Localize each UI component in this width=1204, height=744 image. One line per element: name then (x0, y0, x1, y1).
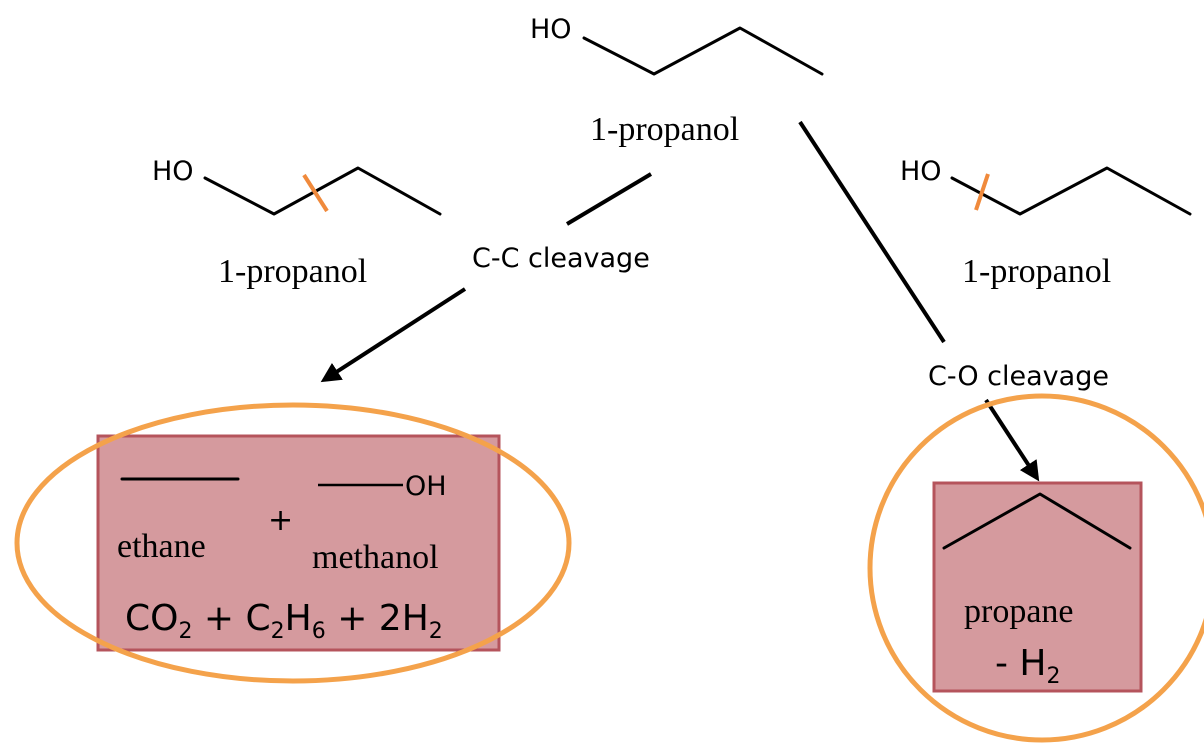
right-skeleton (950, 166, 1192, 216)
right-molecule: HO 1-propanol (900, 156, 1192, 290)
propane-label: propane (964, 593, 1074, 630)
top-skeleton (582, 26, 824, 76)
methanol-label: methanol (312, 539, 439, 576)
top-molecule: HO 1-propanol (530, 14, 824, 148)
right-cleavage-mark (974, 173, 990, 211)
co-product-box (932, 481, 1143, 693)
left-molecule: HO 1-propanol (152, 156, 442, 290)
plus-sign: + (268, 503, 293, 538)
co-pathway-line-upper (798, 120, 946, 344)
co-pathway-arrow (984, 398, 1040, 482)
cc-pathway-line-upper (565, 172, 653, 226)
top-molecule-name: 1-propanol (590, 111, 739, 148)
left-oh-label: HO (152, 156, 194, 187)
ethane-label: ethane (117, 528, 206, 565)
cc-product-highlight (14, 402, 572, 684)
co-product-highlight (867, 393, 1204, 743)
top-oh-label: HO (530, 14, 572, 45)
cc-equation: CO2 + C2H6 + 2H2 (125, 598, 443, 644)
cc-product-box (96, 434, 501, 652)
co-cleavage-label: C-O cleavage (928, 361, 1109, 392)
left-cleavage-mark (302, 173, 329, 213)
cc-product-group: + OH ethane methanol CO2 + C2H6 + 2H2 (14, 402, 572, 684)
co-equation: - H2 (995, 643, 1061, 689)
cc-cleavage-label: C-C cleavage (472, 243, 650, 274)
cc-pathway-arrow (320, 287, 467, 383)
propane-skeleton (942, 492, 1132, 550)
right-molecule-name: 1-propanol (962, 253, 1111, 290)
right-oh-label: HO (900, 156, 942, 187)
methanol-oh-label: OH (405, 471, 447, 502)
left-molecule-name: 1-propanol (218, 253, 367, 290)
co-product-group: propane - H2 (867, 393, 1204, 743)
